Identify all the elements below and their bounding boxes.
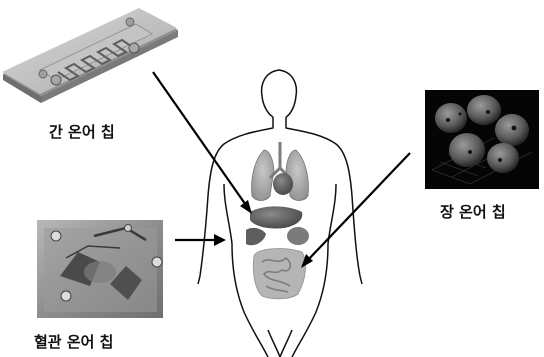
liver-chip-label: 간 온어 칩: [49, 121, 115, 142]
vessel-chip-image: [37, 220, 163, 318]
arrow-vessel: [175, 234, 226, 246]
intestine-chip-label: 장 온어 칩: [440, 201, 506, 222]
arrow-liver: [153, 72, 252, 214]
internal-organs: [246, 142, 309, 299]
arrow-intestine: [301, 153, 410, 268]
intestine-chip-image: [425, 90, 539, 189]
liver-chip-image: [2, 8, 178, 103]
vessel-chip-label: 혈관 온어 칩: [34, 331, 113, 352]
